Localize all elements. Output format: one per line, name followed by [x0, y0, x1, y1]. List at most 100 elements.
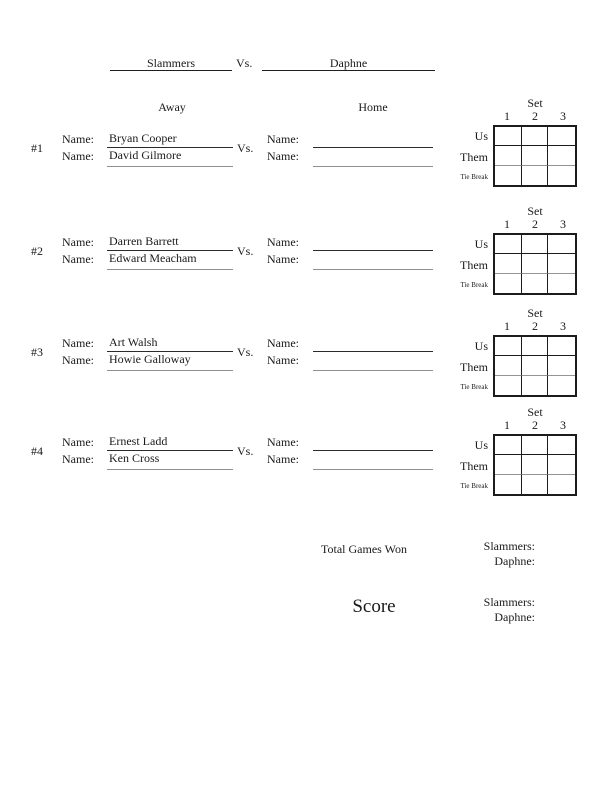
set-grid-match-4: Set 1 2 3 Us Them Tie Break: [0, 406, 612, 498]
set-col-2: 2: [532, 217, 538, 231]
set-col-3: 3: [560, 319, 566, 333]
set-grid-cell: [495, 273, 522, 293]
score-home-team-label: Daphne:: [494, 610, 535, 624]
set-col-3: 3: [560, 109, 566, 123]
set-grid-cell: [495, 356, 522, 376]
set-grid-cell: [521, 455, 549, 475]
set-grid-cell: [521, 235, 549, 255]
name-label: Name:: [62, 132, 94, 146]
set-col-2: 2: [532, 418, 538, 432]
away-player-1-line: [107, 250, 233, 251]
row-label-us: Us: [474, 438, 488, 452]
set-grid-cell: [521, 356, 549, 376]
name-label: Name:: [62, 252, 94, 266]
set-grid-cell: [548, 356, 575, 376]
home-team-line: [262, 70, 435, 71]
set-grid-cell: [548, 337, 575, 357]
match-section-1: #1 Name: Bryan Cooper Name: David Gilmor…: [0, 131, 612, 173]
set-grid-cell: [495, 375, 522, 395]
set-grid-table: [493, 125, 577, 187]
away-player-2-line: [107, 469, 233, 470]
name-label: Name:: [267, 353, 299, 367]
away-player-1-line: [107, 351, 233, 352]
row-label-them: Them: [460, 150, 488, 164]
name-label: Name:: [267, 235, 299, 249]
set-grid-cell: [495, 254, 522, 274]
set-grid-cell: [521, 127, 549, 147]
set-col-3: 3: [560, 418, 566, 432]
set-grid-title: Set: [527, 96, 543, 110]
set-grid-cell: [548, 254, 575, 274]
match-section-4: #4 Name: Ernest Ladd Name: Ken Cross Vs.…: [0, 434, 612, 476]
name-label: Name:: [267, 435, 299, 449]
set-grid-cell: [522, 375, 549, 395]
home-player-1-line: [313, 147, 433, 148]
name-label: Name:: [62, 336, 94, 350]
set-grid-cell: [548, 146, 575, 166]
row-label-them: Them: [460, 360, 488, 374]
set-grid-cell: [495, 337, 522, 357]
match-number: #1: [31, 141, 43, 155]
games-won-home-team-label: Daphne:: [494, 554, 535, 568]
name-label: Name:: [62, 435, 94, 449]
name-label: Name:: [267, 452, 299, 466]
home-player-1-line: [313, 250, 433, 251]
row-label-tie-break: Tie Break: [460, 482, 488, 490]
set-grid-cell: [522, 273, 549, 293]
away-player-2-line: [107, 166, 233, 167]
name-label: Name:: [62, 353, 94, 367]
away-team-name: Slammers: [147, 56, 195, 70]
away-player-1-name: Ernest Ladd: [109, 434, 168, 448]
score-away-team-label: Slammers:: [483, 595, 535, 609]
set-grid-cell: [522, 474, 549, 494]
set-col-2: 2: [532, 319, 538, 333]
vs-label: Vs.: [237, 444, 254, 458]
set-grid-cell: [495, 127, 522, 147]
away-column-label: Away: [158, 100, 186, 114]
name-label: Name:: [62, 235, 94, 249]
set-grid-cell: [548, 274, 575, 293]
set-col-1: 1: [504, 319, 510, 333]
set-grid-table: [493, 434, 577, 496]
home-player-2-line: [313, 469, 433, 470]
away-player-1-line: [107, 147, 233, 148]
home-player-2-line: [313, 370, 433, 371]
set-grid-table: [493, 335, 577, 397]
name-label: Name:: [62, 452, 94, 466]
set-grid-title: Set: [527, 405, 543, 419]
set-grid-cell: [495, 165, 522, 185]
vs-label: Vs.: [237, 244, 254, 258]
away-player-2-line: [107, 370, 233, 371]
match-section-3: #3 Name: Art Walsh Name: Howie Galloway …: [0, 336, 612, 377]
set-grid-cell: [522, 165, 549, 185]
total-games-won-label: Total Games Won: [321, 542, 407, 556]
set-col-2: 2: [532, 109, 538, 123]
set-grid-match-3: Set 1 2 3 Us Them Tie Break: [0, 307, 612, 399]
score-label: Score: [352, 596, 396, 617]
match-number: #2: [31, 244, 43, 258]
away-player-2-line: [107, 269, 233, 270]
name-label: Name:: [267, 132, 299, 146]
home-player-2-line: [313, 166, 433, 167]
name-label: Name:: [267, 149, 299, 163]
set-col-1: 1: [504, 418, 510, 432]
set-grid-cell: [495, 455, 522, 475]
set-grid-cell: [548, 436, 575, 456]
set-grid-cell: [521, 146, 549, 166]
row-label-tie-break: Tie Break: [460, 281, 488, 289]
away-team-line: [110, 70, 232, 71]
set-grid-cell: [521, 254, 549, 274]
name-label: Name:: [267, 252, 299, 266]
set-grid-cell: [495, 436, 522, 456]
set-col-3: 3: [560, 217, 566, 231]
home-player-1-line: [313, 351, 433, 352]
away-player-1-name: Bryan Cooper: [109, 131, 177, 145]
row-label-them: Them: [460, 258, 488, 272]
header-vs-label: Vs.: [236, 56, 253, 70]
row-label-us: Us: [474, 237, 488, 251]
away-player-2-name: Edward Meacham: [109, 251, 197, 265]
set-grid-cell: [548, 475, 575, 494]
row-label-tie-break: Tie Break: [460, 383, 488, 391]
home-player-2-line: [313, 269, 433, 270]
